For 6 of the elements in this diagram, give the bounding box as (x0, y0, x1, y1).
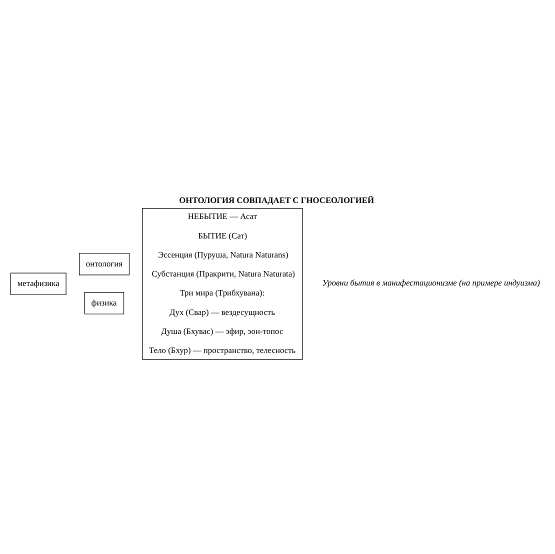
node-box: метафизика (10, 272, 66, 296)
node-box: физика (84, 292, 124, 314)
node-box: НЕБЫТИЕ — Асат БЫТИЕ (Сат) Эссенция (Пуруша, Natura Naturans) Субстанция (Пракрити, Natura Naturata) Три мира (Трибхувана): Дух (Свар) — вездесущность Душа (Бхувас) — эфир, эон-топос Тело (Бхур) — пространство, телесность (142, 208, 303, 360)
caption: Уровни бытия в манифестационизме (на примере индуизма) (322, 278, 540, 288)
node-box: онтология (78, 252, 130, 276)
diagram-title: ОНТОЛОГИЯ СОВПАДАЕТ С ГНОСЕОЛОГИЕЙ (179, 194, 374, 205)
